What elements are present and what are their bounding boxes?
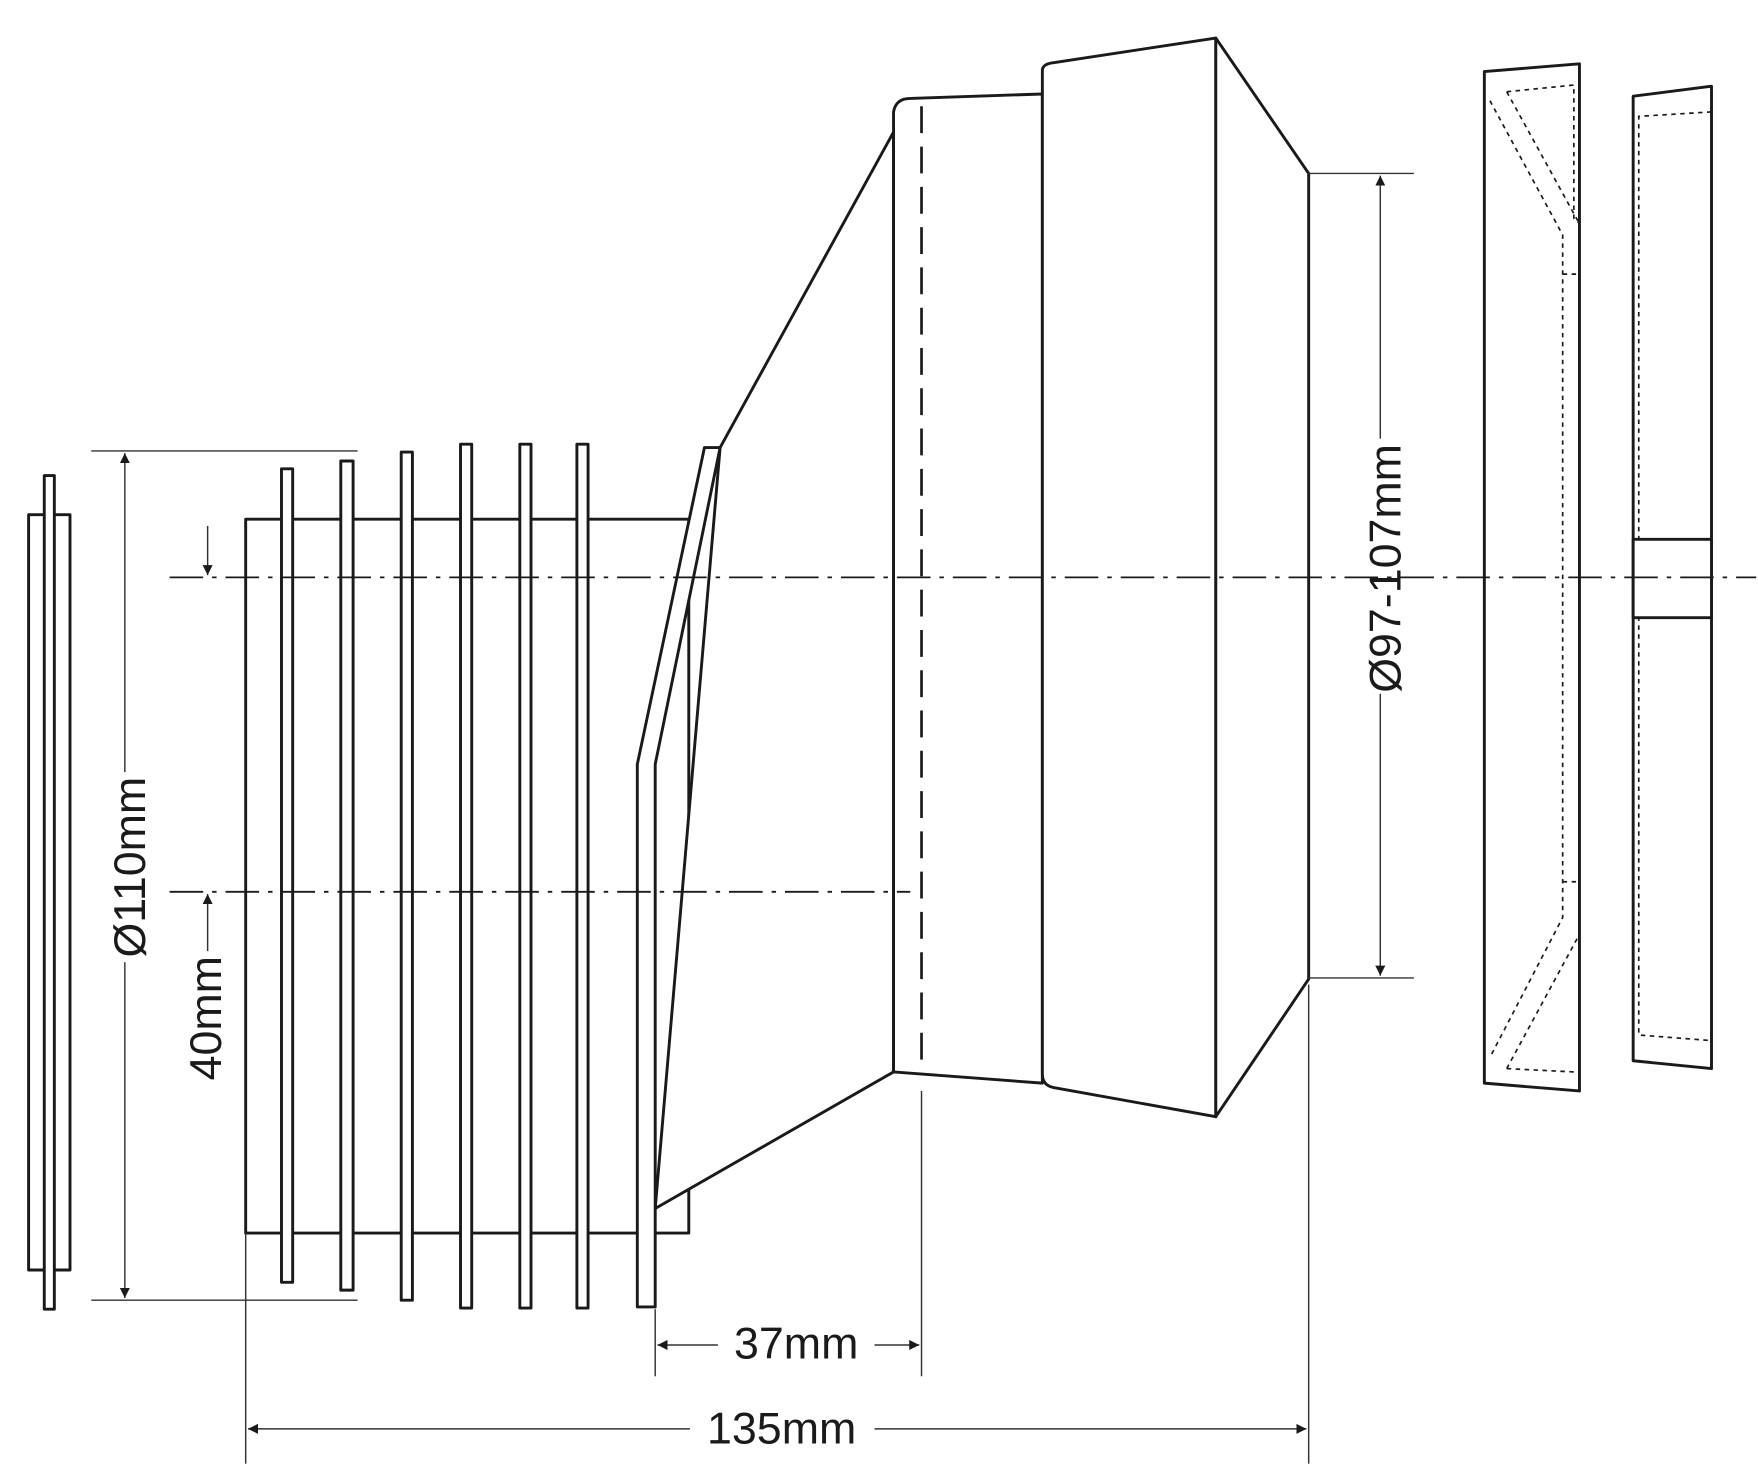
inlet-diameter-label: Ø97-107mm <box>1360 444 1410 693</box>
right-seal-2 <box>1631 84 1713 1071</box>
connector-body <box>635 36 1311 1309</box>
dimension-socket-depth: 37mm <box>654 1090 923 1377</box>
dimension-outer-diameter: Ø110mm <box>91 450 358 1301</box>
dimension-inlet-diameter: Ø97-107mm <box>1308 172 1414 979</box>
left-seal-ring <box>27 474 72 1311</box>
outer-diameter-label: Ø110mm <box>105 777 155 958</box>
socket-depth-label: 37mm <box>734 1318 858 1368</box>
total-length-label: 135mm <box>707 1403 856 1453</box>
dimension-offset: 40mm <box>181 525 231 1080</box>
ribbed-tube <box>244 442 691 1310</box>
offset-label: 40mm <box>181 956 231 1080</box>
dimension-total-length: 135mm <box>244 984 1310 1464</box>
